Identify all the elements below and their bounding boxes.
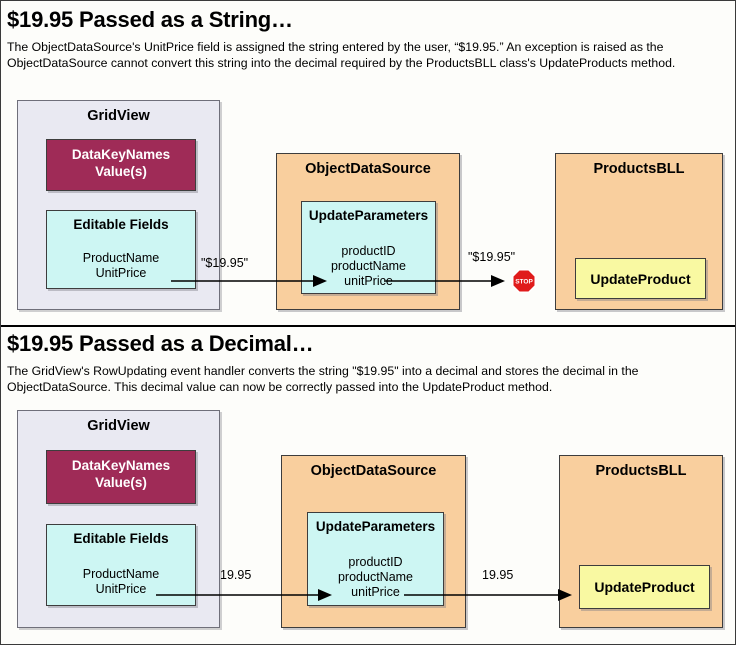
updateproduct-box-2: UpdateProduct bbox=[579, 565, 710, 609]
updateparameters-list-1: productID productName unitPrice bbox=[302, 244, 435, 289]
productsbll-title-2: ProductsBLL bbox=[595, 463, 687, 479]
updateparameters-title-2: UpdateParameters bbox=[315, 519, 436, 534]
update-parameter-item: productName bbox=[330, 259, 407, 273]
editable-fields-box-2: Editable Fields ProductName UnitPrice bbox=[46, 524, 196, 606]
datakeynames-line1: DataKeyNames bbox=[71, 147, 171, 162]
datakeynames-box-2: DataKeyNames Value(s) bbox=[46, 450, 196, 504]
section-decimal: $19.95 Passed as a Decimal… The GridView… bbox=[1, 327, 735, 644]
editable-field-item: UnitPrice bbox=[95, 582, 147, 596]
objectdatasource-title-1: ObjectDataSource bbox=[305, 161, 431, 177]
gridview-title-1: GridView bbox=[87, 108, 150, 124]
editable-fields-box-1: Editable Fields ProductName UnitPrice bbox=[46, 210, 196, 289]
updateproduct-label-1: UpdateProduct bbox=[590, 270, 691, 287]
updateparameters-box-2: UpdateParameters productID productName u… bbox=[307, 512, 444, 606]
objectdatasource-title-2: ObjectDataSource bbox=[310, 463, 437, 479]
stop-sign-text: STOP bbox=[515, 279, 533, 286]
updateparameters-box-1: UpdateParameters productID productName u… bbox=[301, 201, 436, 294]
updateparameters-list-2: productID productName unitPrice bbox=[308, 555, 443, 600]
arrow-ods-to-bll-1 bbox=[384, 275, 505, 287]
gridview-container-1: GridView DataKeyNames Value(s) Editable … bbox=[17, 100, 220, 310]
arrow-label-2a: 19.95 bbox=[220, 568, 252, 582]
datakeynames-label-2: DataKeyNames Value(s) bbox=[47, 457, 195, 491]
datakeynames-line2: Value(s) bbox=[95, 475, 147, 490]
update-parameter-item: productID bbox=[348, 555, 403, 569]
gridview-container-2: GridView DataKeyNames Value(s) Editable … bbox=[17, 410, 220, 628]
arrow-ods-to-bll-2 bbox=[404, 589, 572, 601]
updateparameters-title-1: UpdateParameters bbox=[308, 208, 429, 223]
datakeynames-box-1: DataKeyNames Value(s) bbox=[46, 139, 196, 191]
datakeynames-line2: Value(s) bbox=[95, 164, 147, 179]
datakeynames-line1: DataKeyNames bbox=[71, 458, 171, 473]
update-parameter-item: unitPrice bbox=[344, 274, 393, 288]
update-parameter-item: productID bbox=[341, 244, 396, 258]
arrow-label-1b: "$19.95" bbox=[468, 250, 516, 264]
editable-fields-title-2: Editable Fields bbox=[73, 531, 169, 546]
gridview-title-2: GridView bbox=[87, 418, 150, 434]
editable-fields-title-1: Editable Fields bbox=[73, 217, 169, 232]
updateproduct-label-2: UpdateProduct bbox=[594, 579, 695, 595]
section-2-description: The GridView's RowUpdating event handler… bbox=[7, 364, 639, 394]
section-2-heading: $19.95 Passed as a Decimal… bbox=[7, 331, 314, 356]
productsbll-title-1: ProductsBLL bbox=[593, 161, 685, 177]
editable-fields-list-1: ProductName UnitPrice bbox=[47, 251, 195, 281]
arrow-label-2b: 19.95 bbox=[482, 568, 514, 582]
arrow-label-1a: "$19.95" bbox=[201, 256, 249, 270]
section-1-description: The ObjectDataSource's UnitPrice field i… bbox=[7, 40, 676, 70]
editable-field-item: UnitPrice bbox=[95, 266, 147, 280]
arrow-gridview-to-ods-1 bbox=[171, 275, 327, 287]
arrow-gridview-to-ods-2 bbox=[156, 589, 332, 601]
updateproduct-box-1: UpdateProduct bbox=[575, 258, 706, 299]
productsbll-container-2: ProductsBLL UpdateProduct bbox=[559, 455, 723, 628]
editable-fields-list-2: ProductName UnitPrice bbox=[47, 567, 195, 597]
productsbll-container-1: ProductsBLL UpdateProduct bbox=[555, 153, 723, 310]
datakeynames-label-1: DataKeyNames Value(s) bbox=[47, 146, 195, 180]
update-parameter-item: productName bbox=[337, 570, 414, 584]
section-divider bbox=[1, 325, 735, 327]
objectdatasource-container-2: ObjectDataSource UpdateParameters produc… bbox=[281, 455, 466, 628]
stop-sign-icon: STOP bbox=[512, 269, 536, 293]
editable-field-item: ProductName bbox=[82, 251, 160, 265]
objectdatasource-container-1: ObjectDataSource UpdateParameters produc… bbox=[276, 153, 460, 310]
section-string: $19.95 Passed as a String… The ObjectDat… bbox=[1, 1, 735, 325]
update-parameter-item: unitPrice bbox=[351, 585, 400, 599]
editable-field-item: ProductName bbox=[82, 567, 160, 581]
section-1-heading: $19.95 Passed as a String… bbox=[7, 7, 293, 32]
